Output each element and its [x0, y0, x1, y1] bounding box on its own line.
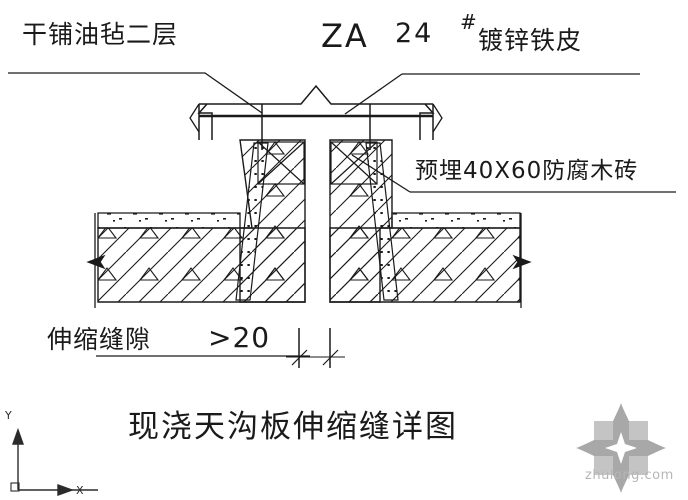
drawing-title: 现浇天沟板伸缩缝详图 — [128, 409, 458, 445]
gutter-section — [86, 84, 532, 308]
ucs-icon — [10, 427, 98, 496]
slab-right-screed — [391, 212, 521, 229]
leader-sheet-diagonal — [344, 73, 403, 115]
arrow-right — [512, 254, 532, 270]
gap-arrows — [86, 254, 532, 270]
annotation-felt-layer: 干铺油毡二层 — [22, 20, 179, 49]
upstand-right — [329, 139, 399, 303]
annotation-sheet-gauge: 24 — [395, 18, 434, 49]
annotation-wood-brick: 预埋40X60防腐木砖 — [415, 158, 639, 184]
flashing-strip-left — [235, 142, 269, 301]
arrow-left — [86, 254, 106, 270]
annotation-joint-dimension: >20 — [208, 321, 271, 354]
wing-right — [432, 103, 443, 133]
flashing-cap — [197, 84, 435, 150]
ucs-x-arrow — [57, 484, 75, 496]
ucs-origin-box — [10, 482, 20, 492]
ucs-y-label: Y — [5, 409, 12, 422]
cap-wings — [189, 103, 443, 133]
upstand-left — [235, 139, 306, 303]
ucs-x-label: X — [76, 484, 84, 497]
leader-felt — [8, 72, 263, 114]
wing-left — [189, 103, 200, 133]
annotation-section-mark: ZA — [321, 17, 369, 55]
annotation-joint-gap: 伸缩缝隙 — [47, 325, 152, 354]
annotation-sheet-material: 镀锌铁皮 — [478, 26, 583, 55]
flashing-strip-right — [365, 142, 399, 301]
annotation-gauge-hash: # — [460, 10, 477, 34]
flower-star-logo — [576, 403, 666, 493]
watermark-text: zhulong.com — [585, 468, 674, 483]
ucs-y-arrow — [12, 427, 24, 445]
dimension-marks — [286, 328, 345, 368]
slab-left-screed — [97, 212, 241, 229]
